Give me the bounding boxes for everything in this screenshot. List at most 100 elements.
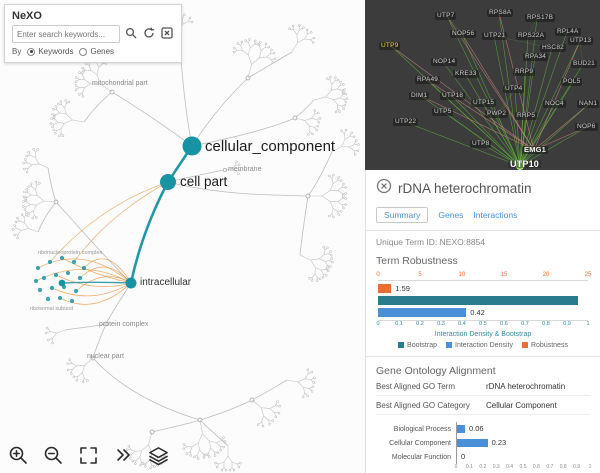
legend-bootstrap: Bootstrap	[398, 342, 437, 349]
bar-robustness: 1.59	[378, 284, 588, 293]
network-node-utp21[interactable]: UTP21	[482, 32, 508, 40]
table-row: Best Aligned GO Term rDNA heterochromati…	[376, 377, 590, 396]
network-node-nop14[interactable]: NOP14	[431, 58, 458, 66]
network-node-utp18[interactable]: UTP18	[440, 92, 466, 100]
network-node-rps8a[interactable]: RPS8A	[487, 9, 514, 17]
fit-screen-icon	[78, 445, 99, 469]
clear-search-button[interactable]	[159, 26, 174, 42]
legend-robustness: Robustness	[521, 342, 568, 349]
network-node-rpl4a[interactable]: RPL4A	[555, 28, 581, 36]
reset-zoom-button[interactable]	[111, 445, 135, 469]
go-alignment-table: Best Aligned GO Term rDNA heterochromati…	[376, 377, 590, 415]
tree-label-ribonucleoprotein-complex[interactable]: ribonucleoprotein complex	[38, 250, 103, 256]
tree-label-intracellular[interactable]: intracellular	[140, 277, 192, 288]
tree-label-membrane[interactable]: membrane	[228, 166, 262, 173]
network-node-noc4[interactable]: NOC4	[543, 100, 566, 108]
network-node-bud21[interactable]: BUD21	[571, 60, 597, 68]
network-node-utp9[interactable]: UTP9	[379, 42, 401, 50]
node-cellular-component	[182, 136, 202, 156]
zoom-in-icon	[8, 445, 29, 469]
network-node-utp4[interactable]: UTP4	[503, 85, 525, 93]
network-node-pwp2[interactable]: PWP2	[485, 110, 509, 118]
tree-label-cellular-component[interactable]: cellular_component	[205, 138, 336, 155]
selected-term-path[interactable]	[63, 136, 202, 289]
tree-label-mitochondrial-part[interactable]: mitochondrial part	[92, 80, 148, 87]
details-header: rDNA heterochromatin	[376, 178, 590, 199]
layers-button[interactable]	[146, 445, 170, 469]
network-node-nop6[interactable]: NOP6	[575, 123, 598, 131]
network-node-utp7[interactable]: UTP7	[435, 12, 457, 20]
bar-bootstrap	[378, 296, 588, 305]
tree-label-cell-part[interactable]: cell part	[180, 174, 228, 189]
network-node-rpa34[interactable]: RPA34	[523, 53, 549, 61]
tree-branches	[37, 44, 333, 447]
unique-term-id: Unique Term ID: NEXO:8854	[376, 237, 486, 247]
radio-keywords-control[interactable]	[27, 47, 36, 56]
network-node-utp22[interactable]: UTP22	[393, 118, 419, 126]
legend-interaction-density: Interaction Density	[446, 342, 513, 349]
radio-genes-control[interactable]	[79, 47, 88, 56]
term-details-panel: rDNA heterochromatin Summary Genes Inter…	[365, 170, 600, 473]
tree-canvas[interactable]	[0, 0, 365, 473]
zoom-in-button[interactable]	[6, 445, 30, 469]
layers-icon	[148, 445, 169, 469]
network-node-emg1[interactable]: EMG1	[522, 145, 549, 154]
go-alignment-heading: Gene Ontology Alignment	[376, 365, 496, 377]
search-input[interactable]	[12, 25, 120, 43]
term-title: rDNA heterochromatin	[398, 181, 532, 196]
radio-keywords-label: Keywords	[38, 47, 74, 56]
tab-interactions[interactable]: Interactions	[473, 210, 518, 220]
network-node-utp5[interactable]: UTP5	[432, 108, 454, 116]
network-node-rps22a[interactable]: RPS22A	[516, 32, 547, 40]
clear-icon	[160, 26, 173, 42]
tree-fractal-branches	[11, 13, 360, 472]
radio-keywords[interactable]: Keywords	[27, 47, 73, 56]
network-node-rrp5[interactable]: RRP5	[515, 112, 538, 120]
network-node-utp8[interactable]: UTP8	[470, 140, 492, 148]
details-tabs: Summary Genes Interactions	[376, 207, 590, 223]
tab-genes[interactable]: Genes	[438, 210, 464, 220]
reset-search-button[interactable]	[141, 26, 156, 42]
gene-network-panel[interactable]: UTP7 RPS8A RPS17B UTP13 NOP56 UTP21 RPS22A RPL4…	[365, 0, 600, 170]
radio-genes[interactable]: Genes	[79, 47, 114, 56]
network-node-hsc82[interactable]: HSC82	[540, 44, 566, 52]
tree-label-protein-complex[interactable]: protein complex	[99, 321, 149, 328]
network-node-rps17b[interactable]: RPS17B	[525, 14, 556, 22]
term-robustness-heading: Term Robustness	[376, 255, 458, 267]
network-node-utp15[interactable]: UTP15	[471, 99, 497, 107]
radio-genes-label: Genes	[90, 47, 115, 56]
table-row: Best Aligned GO Category Cellular Compon…	[376, 396, 590, 415]
network-node-utp10[interactable]: UTP10	[508, 159, 542, 169]
network-node-rpa49[interactable]: RPA49	[415, 76, 441, 84]
network-node-nop56[interactable]: NOP56	[450, 30, 477, 38]
bar-interaction-density: 0.42	[378, 308, 588, 317]
node-intracellular	[125, 277, 137, 289]
search-button[interactable]	[123, 27, 138, 42]
network-node-nan1[interactable]: NAN1	[577, 100, 600, 108]
highlighted-gene-cluster[interactable]	[33, 181, 169, 305]
tab-summary[interactable]: Summary	[376, 207, 429, 223]
network-node-utp13[interactable]: UTP13	[568, 37, 594, 45]
node-cell-part	[160, 174, 176, 190]
network-node-rrp9[interactable]: RRP9	[513, 68, 536, 76]
ontology-tree-panel[interactable]: mitochondrial part cellular_component ce…	[0, 0, 365, 473]
network-node-pol5[interactable]: POL5	[561, 78, 583, 86]
tree-label-nuclear-part[interactable]: nuclear part	[87, 353, 124, 360]
tree-label-ribosomal-subunit[interactable]: ribosomal subunit	[30, 306, 74, 312]
search-panel: NeXO By Keywords	[4, 4, 182, 63]
app-title: NeXO	[12, 10, 42, 22]
robustness-x-label: Interaction Density & Bootstrap	[434, 331, 532, 338]
fit-screen-button[interactable]	[76, 445, 100, 469]
zoom-out-button[interactable]	[41, 445, 65, 469]
network-node-kre33[interactable]: KRE33	[453, 70, 479, 78]
network-node-dim1[interactable]: DIM1	[409, 92, 430, 100]
close-icon[interactable]	[376, 178, 392, 199]
